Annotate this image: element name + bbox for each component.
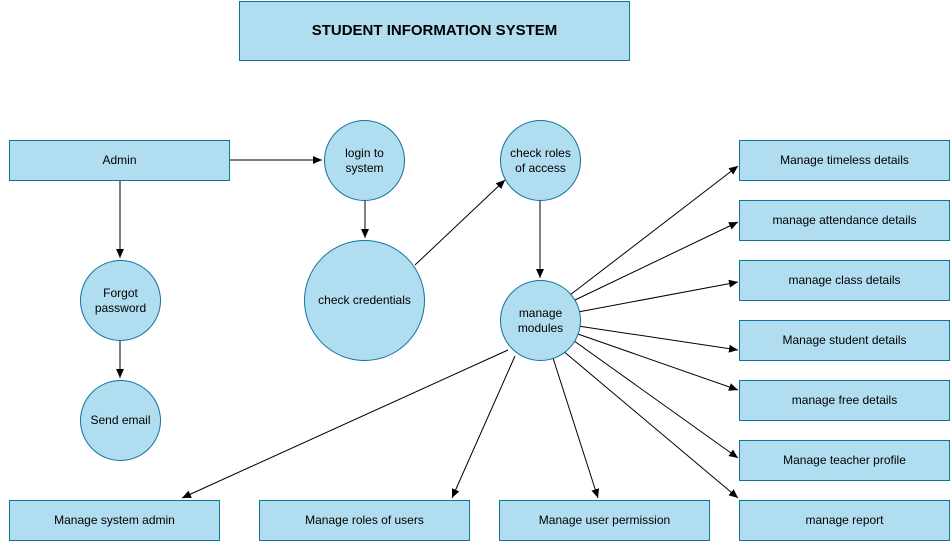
arrow-modules-to-report	[561, 349, 739, 499]
arrow-modules-to-attendance	[574, 221, 739, 301]
arrow-modules-to-teacher	[569, 337, 739, 459]
arrow-credentials-to-roles	[414, 179, 506, 266]
node-manage-teacher[interactable]: Manage teacher profile	[739, 440, 950, 481]
arrow-modules-to-user-roles	[451, 355, 516, 499]
node-send-email[interactable]: Send email	[80, 380, 161, 461]
node-manage-user-roles[interactable]: Manage roles of users	[259, 500, 470, 541]
node-manage-system-admin[interactable]: Manage system admin	[9, 500, 220, 541]
node-manage-class[interactable]: manage class details	[739, 260, 950, 301]
node-check-roles[interactable]: check roles of access	[500, 120, 581, 201]
diagram-title: STUDENT INFORMATION SYSTEM	[239, 1, 630, 61]
node-manage-report[interactable]: manage report	[739, 500, 950, 541]
node-login[interactable]: login to system	[324, 120, 405, 201]
node-manage-student[interactable]: Manage student details	[739, 320, 950, 361]
arrow-modules-to-sysadmin	[181, 349, 509, 499]
node-manage-modules[interactable]: manage modules	[500, 280, 581, 361]
arrow-modules-to-class	[577, 279, 739, 313]
arrow-modules-to-timeless	[569, 165, 739, 296]
node-forgot-password[interactable]: Forgot password	[80, 260, 161, 341]
node-manage-user-permission[interactable]: Manage user permission	[499, 500, 710, 541]
node-manage-timeless[interactable]: Manage timeless details	[739, 140, 950, 181]
node-manage-free[interactable]: manage free details	[739, 380, 950, 421]
node-check-credentials[interactable]: check credentials	[304, 240, 425, 361]
arrow-modules-to-free	[574, 332, 739, 391]
node-admin[interactable]: Admin	[9, 140, 230, 181]
node-manage-attendance[interactable]: manage attendance details	[739, 200, 950, 241]
arrow-modules-to-permission	[552, 357, 600, 499]
arrow-modules-to-student	[577, 325, 739, 353]
